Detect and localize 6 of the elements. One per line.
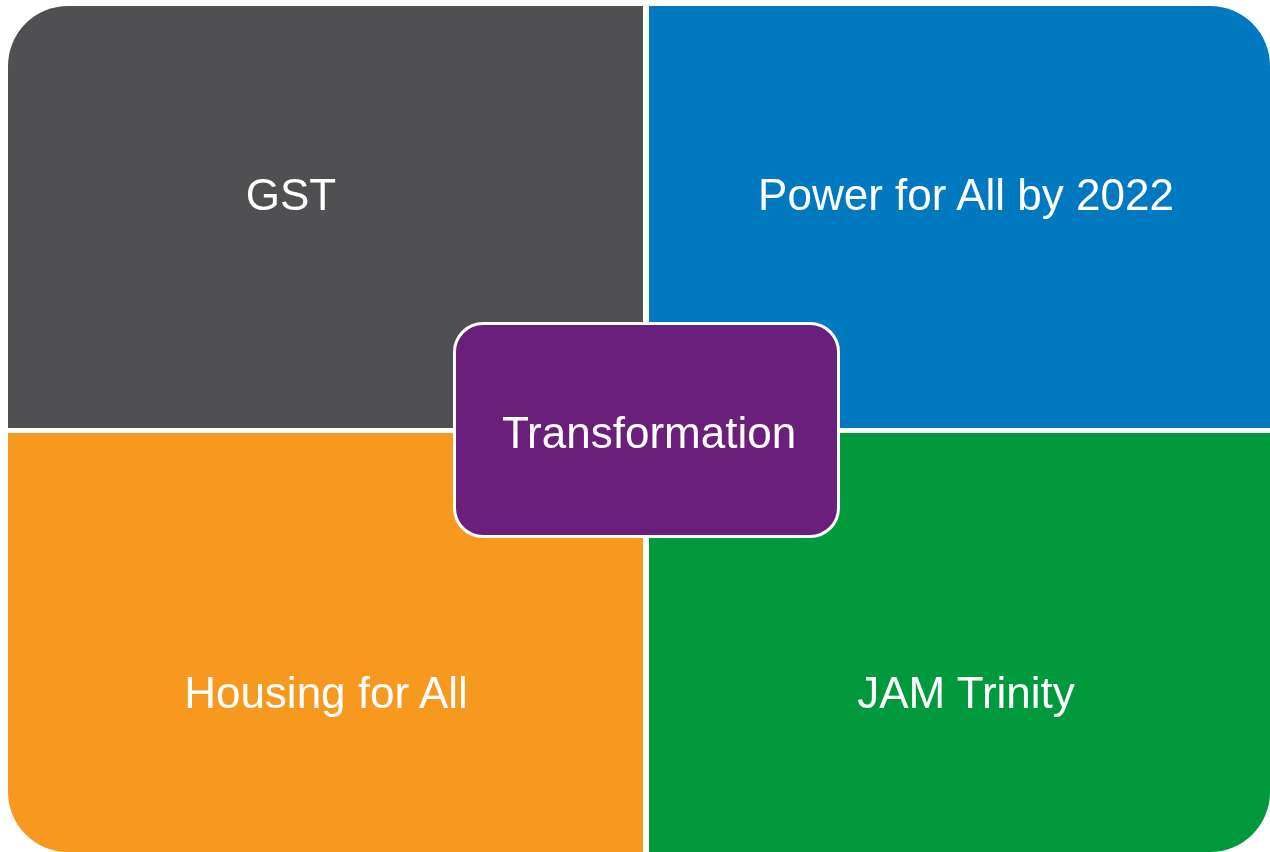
- panel-label: Housing for All: [184, 668, 468, 718]
- panel-label: Power for All by 2022: [758, 170, 1174, 220]
- panel-label: Transformation: [501, 408, 797, 458]
- center-box: [453, 322, 840, 538]
- panel-label: GST: [245, 170, 337, 220]
- panel-label: JAM Trinity: [857, 668, 1075, 718]
